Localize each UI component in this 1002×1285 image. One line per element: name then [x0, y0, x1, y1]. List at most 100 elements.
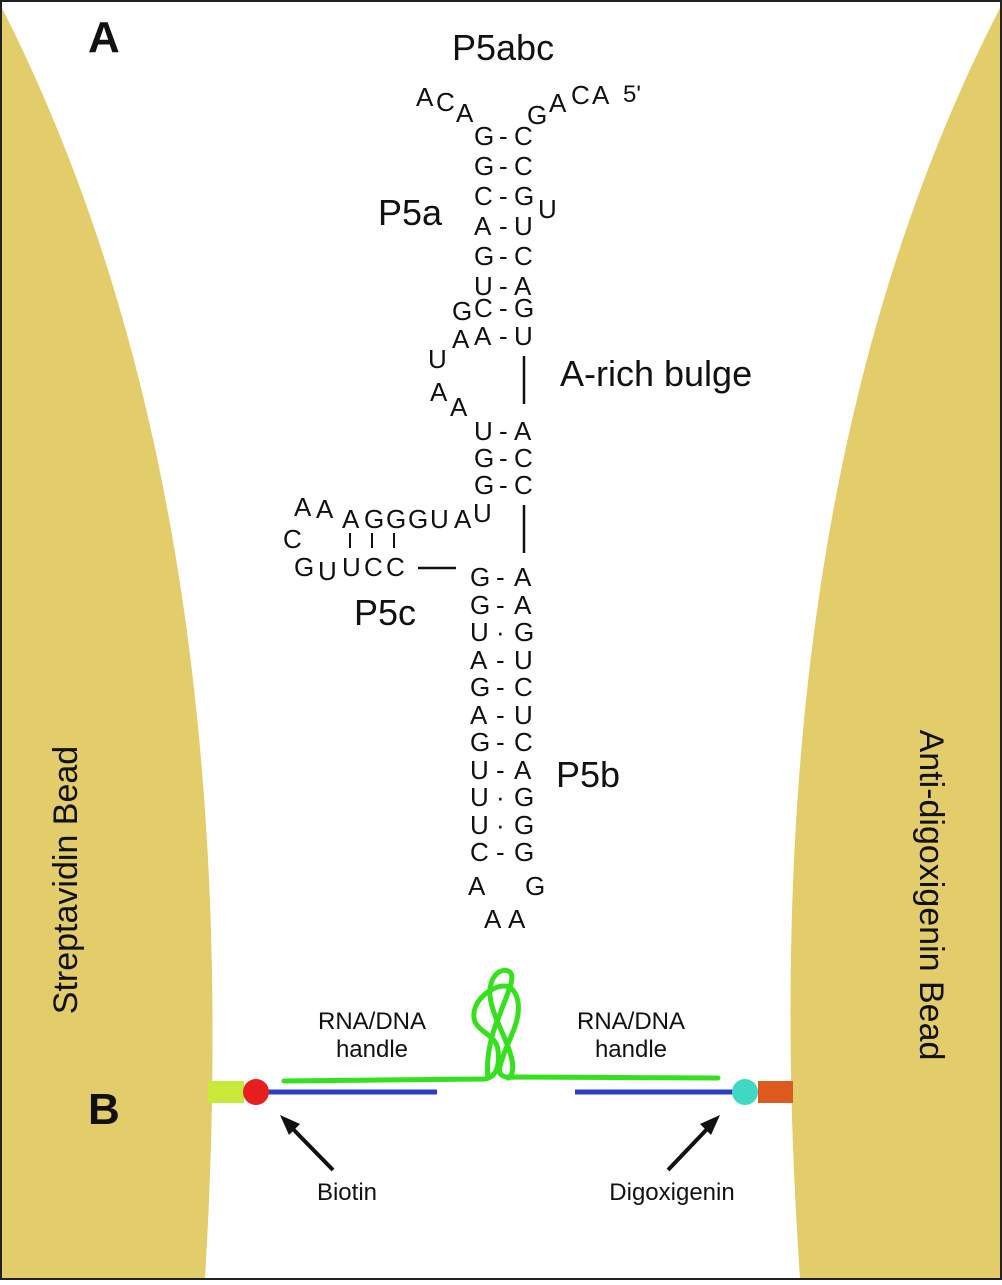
nucleotide: A: [514, 590, 532, 620]
top-left-loop: A C A: [416, 82, 474, 128]
nucleotide: G: [514, 617, 534, 647]
digoxigenin-arrow: [666, 1124, 712, 1172]
nucleotide: G: [474, 241, 494, 271]
nucleotide: A: [514, 416, 532, 446]
nucleotide: A: [592, 80, 610, 110]
nucleotide: C: [436, 87, 455, 117]
bulge-nucleotide: G: [452, 296, 472, 326]
nucleotide: A: [474, 211, 492, 241]
digoxigenin-label: [732, 1079, 758, 1105]
nucleotide: C: [514, 443, 533, 473]
base-pair: A - U: [474, 321, 533, 351]
biotin-arrowhead: [280, 1115, 300, 1135]
p5abc-label: P5abc: [452, 27, 554, 68]
left-handle-label-line2: handle: [336, 1036, 408, 1063]
biotin-label: [243, 1079, 269, 1105]
base-pair: G - C: [474, 443, 533, 473]
base-pair: A - U: [470, 645, 533, 675]
pair-bond: -: [496, 562, 505, 592]
nucleotide: A: [450, 392, 468, 422]
nucleotide: U: [430, 504, 449, 534]
a-rich-bulge-label: A-rich bulge: [560, 353, 752, 394]
base-pair: G - C: [470, 672, 533, 702]
nucleotide: G: [470, 590, 490, 620]
nucleotide: A: [484, 904, 502, 934]
pair-bond: ·: [496, 617, 505, 647]
nucleotide: G: [474, 443, 494, 473]
anti-digoxigenin-bead-label: Anti-digoxigenin Bead: [912, 730, 950, 1061]
a-rich-bulge: A U A A: [428, 324, 526, 422]
pair-bond: -: [496, 590, 505, 620]
p5c-label: P5c: [354, 592, 416, 633]
right-handle-label-line2: handle: [595, 1036, 667, 1063]
nucleotide: C: [514, 470, 533, 500]
pair-bond: -: [499, 121, 508, 151]
pair-bond: -: [499, 241, 508, 271]
nucleotide: A: [514, 271, 532, 301]
nucleotide: G: [474, 121, 494, 151]
nucleotide: A: [452, 324, 470, 354]
terminal-loop: A G A A: [468, 871, 545, 934]
base-pair: G - A: [470, 562, 532, 592]
nucleotide: U: [514, 700, 533, 730]
p5c-hairpin: A A A G G G U A U C G U U C C: [283, 492, 492, 586]
nucleotide: G: [525, 871, 545, 901]
nucleotide: G: [408, 504, 428, 534]
nucleotide: G: [514, 293, 534, 323]
nucleotide: U: [473, 498, 492, 528]
nucleotide: G: [474, 151, 494, 181]
base-pair: C - G: [474, 293, 534, 323]
panel-b-label: B: [88, 1085, 120, 1134]
nucleotide: G: [527, 100, 547, 130]
nucleotide: A: [508, 904, 526, 934]
pair-bond: -: [499, 181, 508, 211]
pair-bond: ·: [496, 782, 505, 812]
nucleotide: A: [342, 504, 360, 534]
nucleotide: U: [470, 810, 489, 840]
base-pair: C - G: [470, 837, 534, 867]
nucleotide: C: [386, 552, 405, 582]
p5a-helix: G - C G - C C - G A - U G - C U - A: [452, 121, 557, 351]
nucleotide: A: [316, 494, 334, 524]
base-pair: G - C: [474, 241, 533, 271]
pair-bond: -: [499, 293, 508, 323]
digoxigenin-arrowhead: [700, 1115, 720, 1135]
base-pair: U · G: [470, 617, 534, 647]
pair-bond: -: [496, 645, 505, 675]
nucleotide: G: [294, 552, 314, 582]
pair-bond: -: [496, 755, 505, 785]
nucleotide: G: [514, 810, 534, 840]
five-prime-label: 5': [623, 81, 641, 108]
top-right-loop: G A C A: [527, 80, 610, 130]
pair-bond: -: [499, 321, 508, 351]
nucleotide: C: [514, 121, 533, 151]
base-pair: U · G: [470, 810, 534, 840]
pair-bond: -: [496, 727, 505, 757]
base-pair: U · G: [470, 782, 534, 812]
nucleotide: A: [549, 88, 567, 118]
nucleotide: A: [474, 321, 492, 351]
nucleotide: U: [428, 344, 447, 374]
nucleotide: U: [514, 645, 533, 675]
nucleotide: C: [514, 727, 533, 757]
rna-fold-loop: [485, 967, 516, 1081]
nucleotide: G: [474, 470, 494, 500]
streptavidin-bead-label: Streptavidin Bead: [47, 746, 85, 1014]
base-pair: C - G: [474, 181, 534, 211]
nucleotide: U: [470, 755, 489, 785]
nucleotide: G: [386, 504, 406, 534]
nucleotide: A: [416, 82, 434, 112]
pair-bond: -: [499, 271, 508, 301]
nucleotide: A: [456, 98, 474, 128]
nucleotide: A: [470, 645, 488, 675]
nucleotide: G: [514, 782, 534, 812]
nucleotide: C: [514, 241, 533, 271]
base-pair: U - A: [470, 755, 532, 785]
nucleotide: U: [470, 617, 489, 647]
right-attachment-tag: [758, 1081, 793, 1103]
nucleotide: C: [474, 181, 493, 211]
base-pair: U - A: [474, 271, 532, 301]
nucleotide: C: [474, 293, 493, 323]
nucleotide: G: [470, 672, 490, 702]
